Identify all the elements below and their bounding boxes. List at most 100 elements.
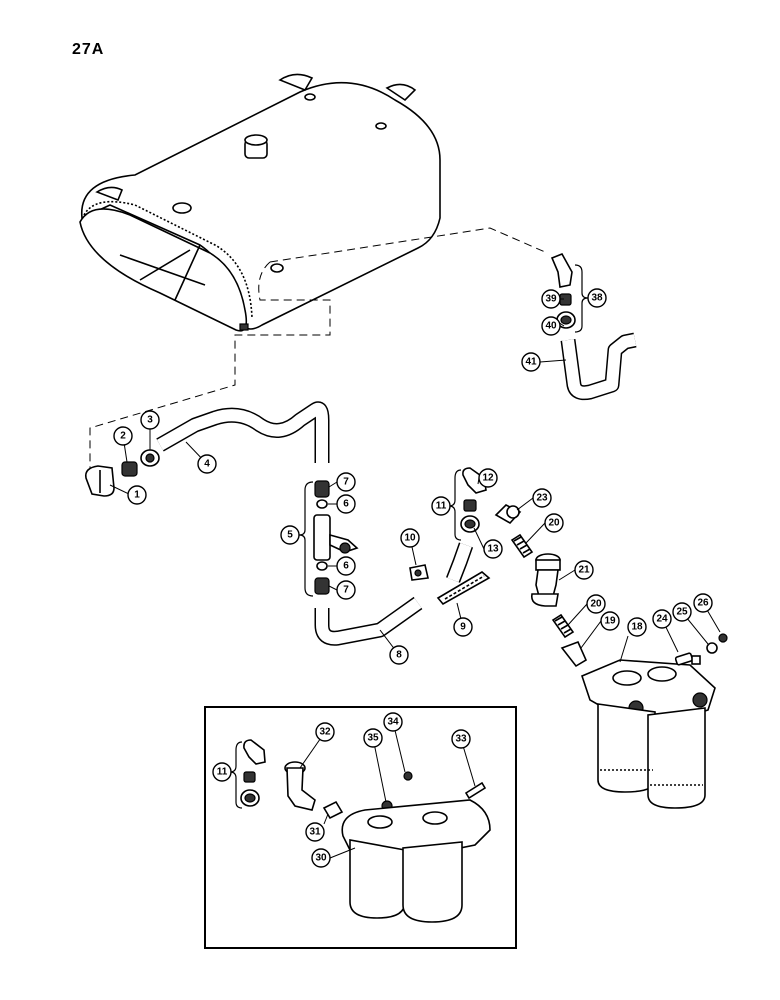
svg-text:2: 2 [120,431,126,442]
svg-text:8: 8 [396,650,402,661]
fuel-tank [79,73,441,332]
washer-25 [706,642,718,654]
callout-5: 5 [280,525,300,545]
short-hose [446,542,474,583]
callout-20-top: 20 [544,513,564,533]
svg-text:3: 3 [147,415,153,426]
svg-text:25: 25 [676,607,688,618]
svg-text:23: 23 [536,493,548,504]
callout-13: 13 [483,539,503,559]
svg-text:6: 6 [343,499,349,510]
svg-text:7: 7 [343,477,349,488]
inset-valve-32 [284,761,316,811]
sleeve-hose [436,571,491,606]
callout-12: 12 [478,468,498,488]
callout-7-top: 7 [336,472,356,492]
fuel-filter-assembly [581,659,716,809]
svg-text:21: 21 [578,565,590,576]
svg-text:6: 6 [343,561,349,572]
svg-text:13: 13 [487,544,499,555]
svg-text:31: 31 [309,827,321,838]
callout-1: 1 [127,485,147,505]
callout-11-inset: 11 [212,762,232,782]
bowl-19 [560,640,588,668]
svg-text:38: 38 [591,293,603,304]
callout-30: 30 [311,848,331,868]
callout-20-bottom: 20 [586,594,606,614]
callout-24: 24 [652,609,672,629]
svg-text:9: 9 [460,622,466,633]
callout-8: 8 [389,645,409,665]
connector-23 [494,504,522,525]
svg-text:11: 11 [436,501,447,512]
svg-text:18: 18 [631,622,643,633]
callout-38: 38 [587,288,607,308]
page-label: 27A [72,41,104,58]
tank-to-elbow-line [269,227,546,263]
inset-nut-34 [403,771,413,781]
callout-9: 9 [453,617,473,637]
callout-3: 3 [140,410,160,430]
callout-31: 31 [305,822,325,842]
svg-text:1: 1 [134,490,140,501]
callout-33: 33 [451,729,471,749]
svg-text:41: 41 [525,357,537,368]
svg-text:30: 30 [315,853,327,864]
svg-text:39: 39 [545,294,557,305]
callout-23: 23 [532,488,552,508]
svg-text:12: 12 [482,473,494,484]
inset-nipple-31 [322,800,344,820]
callout-41: 41 [521,352,541,372]
tank-outlet-fittings [84,449,160,497]
return-hose [560,332,637,401]
inset-elbow-assembly [229,739,266,809]
svg-text:10: 10 [404,533,416,544]
svg-text:33: 33 [455,734,467,745]
fuel-hose-lower [314,596,423,646]
callout-7-bottom: 7 [336,580,356,600]
callout-19: 19 [600,611,620,631]
inset-filter-30 [341,799,491,923]
callout-10: 10 [400,528,420,548]
fuel-hose-upper [156,401,330,463]
svg-text:24: 24 [656,614,668,625]
callout-34: 34 [383,712,403,732]
inset-stud-33 [464,781,487,800]
svg-text:40: 40 [545,321,557,332]
callout-2: 2 [113,426,133,446]
spring-20b [551,613,575,639]
callout-21: 21 [574,560,594,580]
callout-35: 35 [363,728,383,748]
svg-text:34: 34 [387,717,399,728]
callout-39: 39 [541,289,561,309]
svg-text:4: 4 [204,459,210,470]
callout-11-main: 11 [431,496,451,516]
callout-6-bottom: 6 [336,556,356,576]
shutoff-valve-assembly [298,480,359,597]
callout-25: 25 [672,602,692,622]
spring-20a [510,533,534,559]
bolt-24 [674,652,701,666]
callout-40: 40 [541,316,561,336]
callout-32: 32 [315,722,335,742]
svg-text:35: 35 [367,733,379,744]
svg-text:5: 5 [287,530,293,541]
svg-text:26: 26 [697,598,709,609]
callout-18: 18 [627,617,647,637]
svg-text:19: 19 [604,616,616,627]
callout-4: 4 [197,454,217,474]
clip [409,564,429,581]
tank-to-fitting-line [89,261,331,488]
callout-6-top: 6 [336,494,356,514]
svg-text:20: 20 [548,518,560,529]
callout-26: 26 [693,593,713,613]
nut-26 [718,633,728,643]
svg-text:11: 11 [217,767,228,778]
inset-alternate-assembly [204,706,517,949]
fuel-valve-21 [530,553,561,607]
svg-text:20: 20 [590,599,602,610]
svg-text:32: 32 [319,727,331,738]
svg-text:7: 7 [343,585,349,596]
